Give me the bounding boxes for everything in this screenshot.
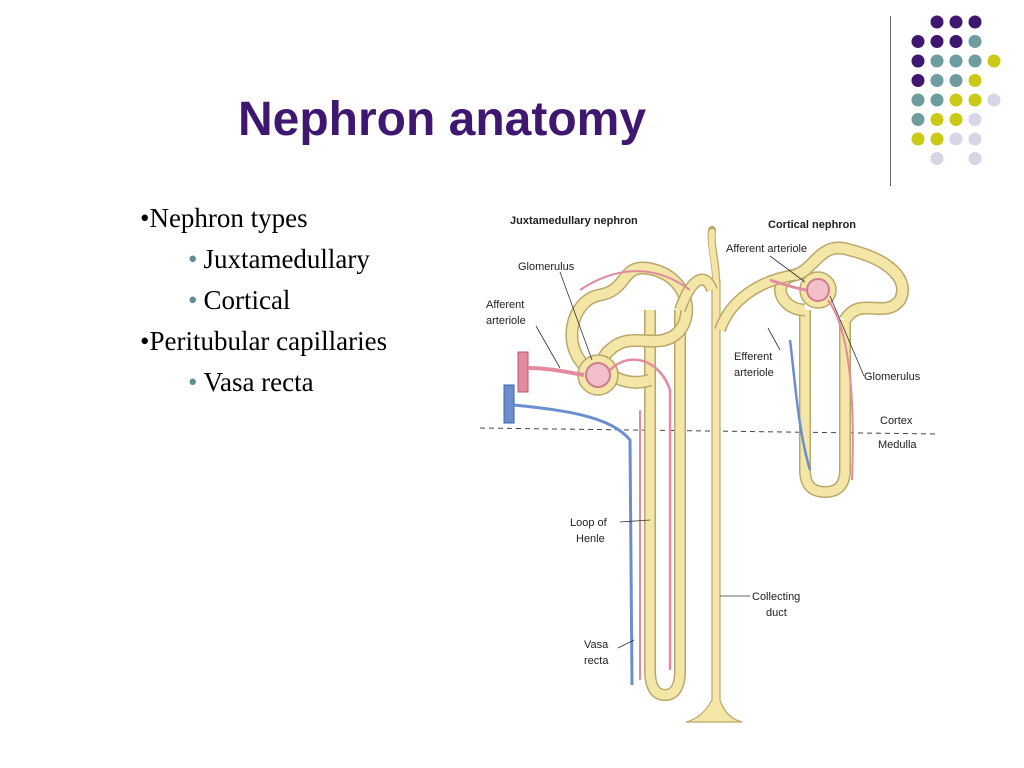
peritubular-capillary xyxy=(579,270,691,291)
bullet-marker: • xyxy=(188,367,198,397)
decorative-dot xyxy=(949,54,963,68)
loop-of-henle xyxy=(645,310,685,700)
bullet-marker: • xyxy=(140,203,150,233)
cortical-loop-outline xyxy=(799,310,851,499)
collecting-duct xyxy=(685,279,743,723)
decorative-dot xyxy=(968,54,982,68)
glomerulus-right xyxy=(806,278,830,302)
label-collecting-1: Collecting xyxy=(752,591,800,603)
decorative-dot xyxy=(930,132,944,146)
decorative-dot xyxy=(911,113,925,126)
decorative-dot xyxy=(968,93,982,107)
nephron-diagram: Juxtamedullary nephron Cortical nephron … xyxy=(480,215,939,723)
afferent-arteriole-left xyxy=(527,366,585,377)
bullet-text: Vasa recta xyxy=(203,367,314,397)
bullet-marker: • xyxy=(188,285,198,315)
label-collecting-2: duct xyxy=(766,607,787,619)
vein-stub xyxy=(503,384,515,424)
decorative-dot xyxy=(987,93,1001,107)
decorative-dot xyxy=(968,152,982,165)
decorative-dot xyxy=(930,35,944,48)
bullet-text: Peritubular capillaries xyxy=(149,326,388,356)
cortical-loop xyxy=(800,310,850,497)
decorative-dot xyxy=(968,132,982,146)
decorative-dot xyxy=(930,93,944,107)
afferent-arteriole-right xyxy=(769,278,807,292)
label-loop-2: Henle xyxy=(576,533,605,545)
decorative-divider-line xyxy=(890,16,891,186)
label-glomerulus-right: Glomerulus xyxy=(864,371,921,383)
label-medulla: Medulla xyxy=(878,439,917,451)
decorative-dot xyxy=(911,35,925,48)
decorative-dot xyxy=(930,74,944,87)
connecting-tubule xyxy=(675,275,717,312)
leader-lines xyxy=(535,255,865,649)
cortical-capillary xyxy=(827,299,854,481)
label-efferent-2: arteriole xyxy=(734,367,774,379)
decorative-dot xyxy=(949,113,963,126)
decorative-dot xyxy=(968,74,982,87)
header-juxtamedullary: Juxtamedullary nephron xyxy=(510,215,638,227)
decorative-dot xyxy=(949,35,963,48)
label-afferent-left-2: arteriole xyxy=(486,315,526,327)
decorative-dot xyxy=(949,15,963,29)
label-cortex: Cortex xyxy=(880,415,913,427)
artery-stub xyxy=(517,351,529,393)
header-cortical: Cortical nephron xyxy=(768,219,856,231)
bullet-text: Nephron types xyxy=(149,203,308,233)
decorative-dot xyxy=(968,113,982,126)
label-afferent-left-1: Afferent xyxy=(486,299,524,311)
bullet-list: •Nephron types •Juxtamedullary •Cortical… xyxy=(140,198,387,403)
slide-title: Nephron anatomy xyxy=(238,93,647,146)
decorative-dot-grid xyxy=(911,15,1001,165)
cortex-medulla-boundary xyxy=(480,427,939,435)
vasa-recta-vein xyxy=(513,403,634,686)
bullet-item: •Peritubular capillaries xyxy=(140,321,387,362)
cortical-connecting xyxy=(715,270,796,332)
label-glomerulus-left: Glomerulus xyxy=(518,261,575,273)
label-vasa-2: recta xyxy=(584,655,609,667)
decorative-dot xyxy=(930,113,944,126)
bullet-subitem: •Juxtamedullary xyxy=(188,239,387,280)
bullet-text: Juxtamedullary xyxy=(203,244,370,274)
decorative-dot xyxy=(949,93,963,107)
bullet-text: Cortical xyxy=(203,285,291,315)
glomerulus-left xyxy=(585,362,611,388)
decorative-dot xyxy=(968,15,982,29)
cortical-vein xyxy=(788,339,812,471)
label-efferent-1: Efferent xyxy=(734,351,772,363)
label-vasa-1: Vasa xyxy=(584,639,609,651)
decorative-dot xyxy=(949,74,963,87)
bullet-subitem: •Cortical xyxy=(188,280,387,321)
bullet-marker: • xyxy=(140,326,150,356)
bullet-item: •Nephron types xyxy=(140,198,387,239)
efferent-arteriole-left xyxy=(609,358,672,670)
bullet-subitem: •Vasa recta xyxy=(188,362,387,403)
label-afferent-right: Afferent arteriole xyxy=(726,243,807,255)
decorative-dot xyxy=(911,132,925,146)
decorative-dot xyxy=(930,152,944,165)
cortical-tubule xyxy=(775,243,908,324)
decorative-dot xyxy=(911,93,925,107)
decorative-dot xyxy=(911,74,925,87)
duct-top-fill xyxy=(708,229,719,285)
bullet-marker: • xyxy=(188,244,198,274)
decorative-dot xyxy=(968,35,982,48)
decorative-dot xyxy=(930,54,944,68)
label-loop-1: Loop of xyxy=(570,517,608,529)
decorative-dot xyxy=(930,15,944,29)
decorative-dot xyxy=(949,132,963,146)
decorative-dot xyxy=(911,54,925,68)
decorative-dot xyxy=(987,54,1001,68)
